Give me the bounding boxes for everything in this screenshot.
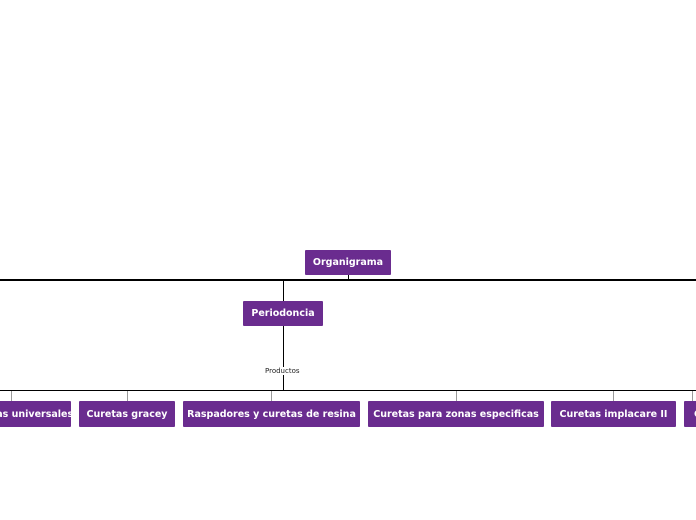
node-periodoncia[interactable]: Periodoncia: [243, 301, 323, 326]
node-curetas-implacare-ii[interactable]: Curetas implacare II: [551, 401, 676, 427]
node-curetas-gracey[interactable]: Curetas gracey: [79, 401, 175, 427]
node-organigrama[interactable]: Organigrama: [305, 250, 391, 275]
main-branch-line: [0, 279, 696, 281]
connector-label-productos: Productos: [264, 367, 301, 375]
product-tick: [692, 391, 693, 401]
product-tick: [271, 391, 272, 401]
product-tick: [127, 391, 128, 401]
product-tick: [613, 391, 614, 401]
products-connector-line: [283, 326, 284, 391]
node-curetas-cut-off[interactable]: Curetas: [684, 401, 696, 427]
node-raspadores-y-curetas-de-resina[interactable]: Raspadores y curetas de resina: [183, 401, 360, 427]
product-tick: [456, 391, 457, 401]
level1-connector-line: [283, 280, 284, 301]
node-curetas-para-zonas-especificas[interactable]: Curetas para zonas especificas: [368, 401, 544, 427]
root-connector-line: [348, 274, 349, 280]
products-branch-line: [0, 390, 696, 391]
node-curetas-universales[interactable]: Curetas universales: [0, 401, 73, 427]
product-tick: [11, 391, 12, 401]
